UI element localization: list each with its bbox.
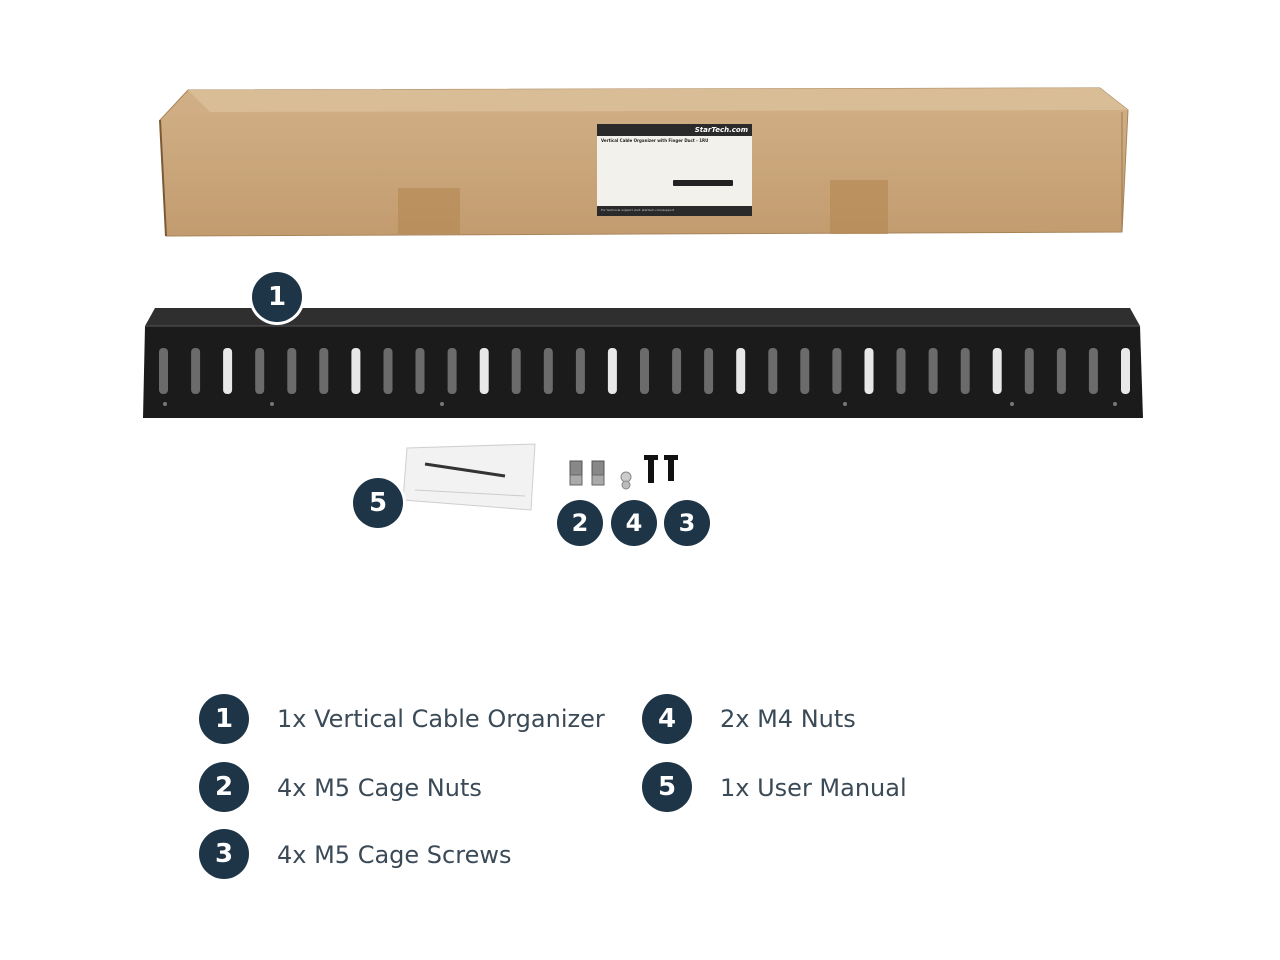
box-label: StarTech.com Vertical Cable Organizer wi…: [597, 124, 752, 216]
legend-badge-2: 2: [199, 762, 249, 812]
callout-badge-2: 2: [557, 500, 603, 546]
user-manual-image: [402, 443, 536, 511]
callout-badge-1: 1: [252, 272, 302, 322]
label-brand: StarTech.com: [694, 126, 748, 134]
legend-item-1-text: 1x Vertical Cable Organizer: [277, 705, 605, 733]
legend-badge-4: 4: [642, 694, 692, 744]
callout-badge-4: 4: [611, 500, 657, 546]
callout-badge-3: 3: [664, 500, 710, 546]
hardware-image: [569, 455, 678, 490]
legend-item-3-text: 4x M5 Cage Screws: [277, 841, 512, 869]
legend-badge-3: 3: [199, 829, 249, 879]
legend-item-5-text: 1x User Manual: [720, 774, 907, 802]
label-product-photo: [673, 180, 733, 186]
legend-item-2-text: 4x M5 Cage Nuts: [277, 774, 482, 802]
legend-badge-1: 1: [199, 694, 249, 744]
label-footer: For technical support visit: startech.co…: [601, 208, 675, 212]
legend-badge-5: 5: [642, 762, 692, 812]
callout-badge-5: 5: [353, 478, 403, 528]
label-title: Vertical Cable Organizer with Finger Duc…: [601, 138, 709, 143]
legend-item-4-text: 2x M4 Nuts: [720, 705, 856, 733]
